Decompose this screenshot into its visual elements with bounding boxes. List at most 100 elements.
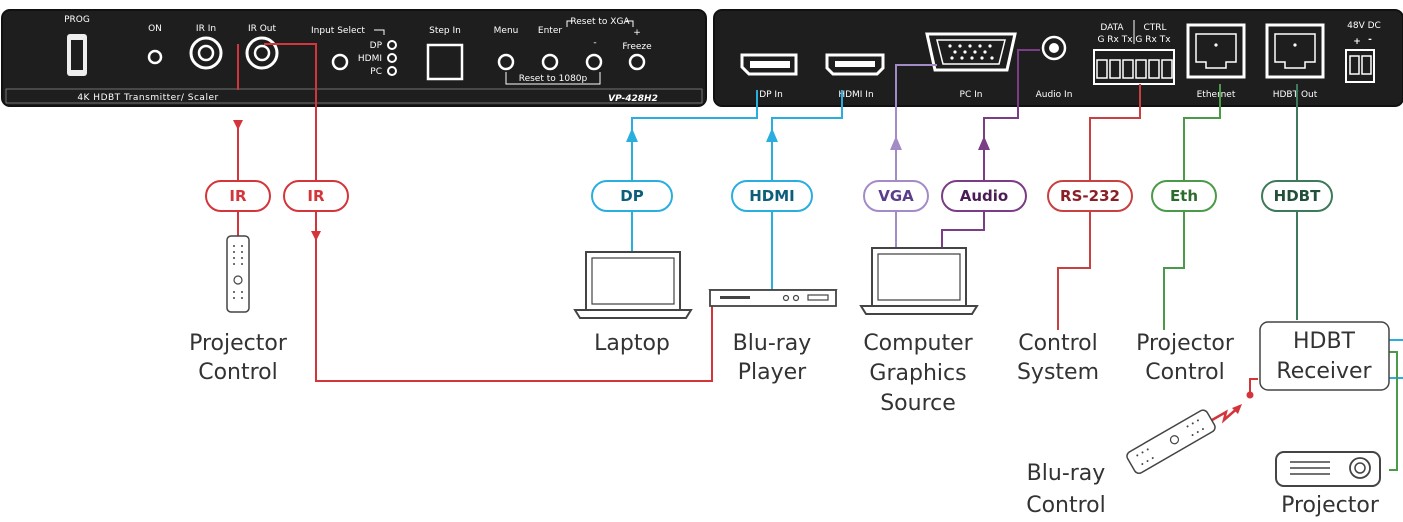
hdmi-led-label: HDMI: [358, 54, 382, 64]
dp-in-port[interactable]: [740, 53, 798, 76]
caption-control-system-2: System: [1017, 360, 1099, 385]
freeze-label: Freeze: [622, 42, 652, 52]
tag-hdbt: HDBT: [1261, 180, 1333, 212]
dp-led: [387, 40, 397, 50]
caption-hdbt-receiver-1: HDBT: [1293, 329, 1356, 354]
ctrl-label: CTRL: [1143, 23, 1166, 33]
model-label: VP-428H2: [608, 94, 658, 104]
tag-audio: Audio: [941, 180, 1027, 212]
caption-hdbt-receiver-2: Receiver: [1276, 359, 1372, 384]
computer-laptop-icon: [859, 247, 979, 315]
tag-ir-1: IR: [205, 180, 271, 212]
caption-computer-3: Source: [880, 391, 956, 416]
tag-eth: Eth: [1151, 180, 1217, 212]
data-label: DATA: [1100, 23, 1124, 33]
product-line-label: 4K HDBT Transmitter/ Scaler: [77, 93, 218, 103]
pc-led-label: PC: [370, 67, 382, 77]
caption-computer-2: Graphics: [869, 361, 966, 386]
dp-cable: [626, 90, 758, 260]
tag-ir-2: IR: [283, 180, 349, 212]
tag-ir-1-label: IR: [229, 187, 247, 205]
audio-cable: [941, 49, 1040, 248]
reset-1080-label: Reset to 1080p: [519, 74, 588, 84]
pc-in-label: PC In: [960, 90, 983, 100]
tag-vga-label: VGA: [878, 187, 914, 205]
caption-proj-control-2: Control: [1145, 360, 1225, 385]
caption-projector-control-2: Control: [198, 360, 278, 385]
audio-in-jack[interactable]: [1041, 35, 1067, 61]
tag-ir-2-label: IR: [307, 187, 325, 205]
menu-label: Menu: [494, 26, 519, 36]
input-select-button[interactable]: [331, 53, 349, 71]
laptop-icon: [573, 251, 693, 319]
menu-button[interactable]: [497, 53, 515, 71]
input-select-label: Input Select: [311, 26, 365, 36]
left-device-panel: PROG ON IR In IR Out Input Select DP HDM…: [1, 9, 707, 107]
caption-control-system-1: Control: [1018, 331, 1098, 356]
hdmi-led: [387, 53, 397, 63]
tag-rs232-label: RS-232: [1060, 187, 1120, 205]
on-label: ON: [148, 24, 162, 34]
bluray-player-icon: [708, 289, 838, 307]
prog-label: PROG: [64, 15, 90, 25]
power-plus-label: +: [1353, 37, 1361, 47]
hdbt-out-label: HDBT Out: [1273, 90, 1318, 100]
pc-in-vga-port[interactable]: [925, 32, 1017, 72]
ethernet-port[interactable]: [1186, 23, 1246, 79]
hdbt-receiver-box: [1259, 321, 1390, 391]
step-in-port[interactable]: [426, 43, 464, 81]
freeze-plus-button[interactable]: [628, 53, 646, 71]
caption-projector-control-1: Projector: [189, 331, 288, 356]
bluray-ir-signal: [1211, 378, 1258, 424]
enter-label: Enter: [538, 26, 562, 36]
tag-audio-label: Audio: [960, 187, 1008, 205]
pc-led: [387, 66, 397, 76]
projector-icon: [1275, 451, 1381, 487]
caption-bluray-player-1: Blu-ray: [733, 331, 812, 356]
tag-rs232: RS-232: [1047, 180, 1133, 212]
hdmi-in-label: HDMI In: [838, 90, 873, 100]
enter-button[interactable]: [541, 53, 559, 71]
tag-eth-label: Eth: [1170, 187, 1198, 205]
caption-bluray-control-2: Control: [1026, 493, 1106, 518]
hdbt-out-port[interactable]: [1265, 23, 1325, 79]
minus-label: -: [593, 38, 596, 48]
rs232-terminal-block[interactable]: [1093, 49, 1175, 85]
ir-in-jack[interactable]: [189, 36, 223, 70]
step-in-label: Step In: [429, 26, 461, 36]
ir-out-jack[interactable]: [245, 36, 279, 70]
audio-in-label: Audio In: [1036, 90, 1073, 100]
right-device-panel: DP In HDMI In PC In Audio In DATA CTRL: [713, 9, 1403, 107]
on-led: [147, 49, 163, 65]
dp-led-label: DP: [370, 41, 383, 51]
caption-proj-control-1: Projector: [1136, 331, 1235, 356]
usb-prog-port[interactable]: [67, 34, 87, 76]
ir-out-label: IR Out: [248, 24, 277, 34]
power-minus-label: -: [1368, 35, 1372, 45]
minus-button[interactable]: [585, 53, 603, 71]
caption-bluray-player-2: Player: [738, 360, 807, 385]
caption-laptop: Laptop: [594, 331, 670, 356]
plus-label: +: [633, 28, 641, 38]
power-terminal[interactable]: [1345, 49, 1375, 83]
power-label: 48V DC: [1347, 21, 1381, 31]
tag-hdmi-label: HDMI: [749, 187, 795, 205]
tag-hdbt-label: HDBT: [1274, 187, 1321, 205]
hdmi-in-port[interactable]: [825, 53, 885, 76]
caption-bluray-control-1: Blu-ray: [1027, 461, 1106, 486]
tag-hdmi: HDMI: [731, 180, 813, 212]
bluray-remote-icon: [1126, 409, 1216, 475]
caption-computer-1: Computer: [863, 331, 973, 356]
ethernet-label: Ethernet: [1197, 90, 1236, 100]
tag-dp-label: DP: [620, 187, 643, 205]
terminal-pins-label: G Rx Tx G Rx Tx: [1097, 35, 1171, 45]
ir-remote-icon: [226, 235, 250, 313]
receiver-to-projector-cable: [1389, 339, 1403, 471]
dp-in-label: DP In: [759, 90, 783, 100]
ir-in-label: IR In: [196, 24, 216, 34]
caption-projector: Projector: [1281, 493, 1380, 518]
tag-dp: DP: [591, 180, 673, 212]
reset-xga-label: Reset to XGA: [570, 17, 630, 27]
tag-vga: VGA: [863, 180, 929, 212]
